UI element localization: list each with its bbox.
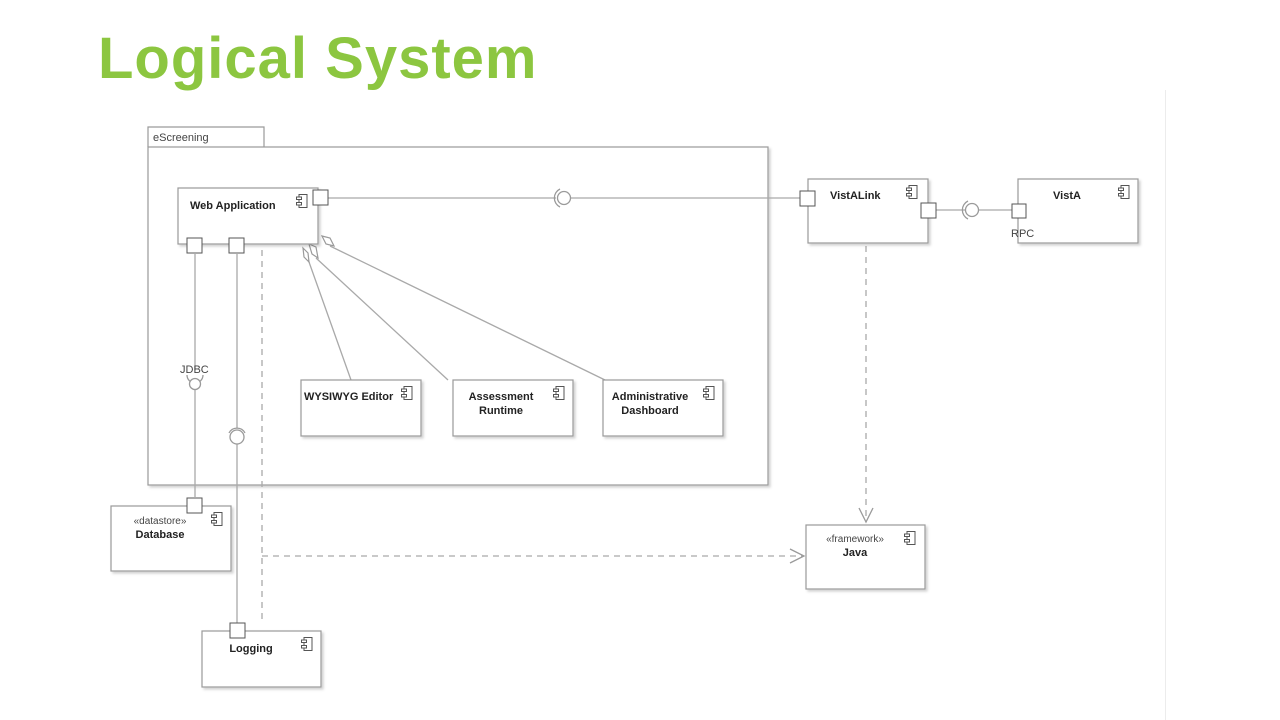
port bbox=[186, 497, 203, 514]
package-label: eScreening bbox=[153, 132, 209, 144]
jdbc-label: JDBC bbox=[180, 364, 209, 376]
dependencies bbox=[261, 246, 867, 622]
port bbox=[186, 237, 203, 254]
web-application-label: Web Application bbox=[190, 200, 276, 212]
java-label: Java bbox=[843, 547, 868, 559]
component-administrative-dashboard: Administrative Dashboard bbox=[602, 379, 724, 437]
administrative-dashboard-label-1: Administrative bbox=[612, 391, 688, 403]
component-vistalink: VistALink bbox=[799, 178, 937, 244]
component-java: «framework» Java bbox=[805, 524, 926, 590]
rpc-label: RPC bbox=[1011, 228, 1034, 240]
port bbox=[229, 622, 246, 639]
interface-symbols bbox=[186, 188, 980, 445]
component-web-application: Web Application bbox=[177, 187, 329, 254]
database-stereotype: «datastore» bbox=[134, 516, 187, 527]
java-stereotype: «framework» bbox=[826, 534, 884, 545]
assessment-runtime-label-1: Assessment bbox=[469, 391, 534, 403]
component-vista: VistA RPC bbox=[1011, 178, 1139, 244]
right-divider bbox=[1165, 90, 1166, 720]
page-title: Logical System bbox=[98, 26, 538, 91]
wysiwyg-editor-label: WYSIWYG Editor bbox=[304, 391, 394, 403]
component-database: «datastore» Database bbox=[110, 497, 232, 572]
database-label: Database bbox=[136, 529, 185, 541]
port bbox=[799, 190, 816, 207]
port bbox=[920, 202, 937, 219]
vistalink-label: VistALink bbox=[830, 190, 881, 202]
port bbox=[312, 189, 329, 206]
component-logging: Logging bbox=[201, 622, 322, 688]
assessment-runtime-label-2: Runtime bbox=[479, 405, 523, 417]
aggregation-diamonds bbox=[302, 235, 336, 264]
logging-label: Logging bbox=[229, 643, 272, 655]
vista-label: VistA bbox=[1053, 190, 1081, 202]
component-wysiwyg-editor: WYSIWYG Editor bbox=[300, 379, 422, 437]
dependency-arrows bbox=[789, 507, 874, 564]
connectors bbox=[194, 197, 1012, 623]
port bbox=[228, 237, 245, 254]
component-assessment-runtime: Assessment Runtime bbox=[452, 379, 574, 437]
administrative-dashboard-label-2: Dashboard bbox=[621, 405, 678, 417]
port bbox=[1011, 203, 1027, 219]
